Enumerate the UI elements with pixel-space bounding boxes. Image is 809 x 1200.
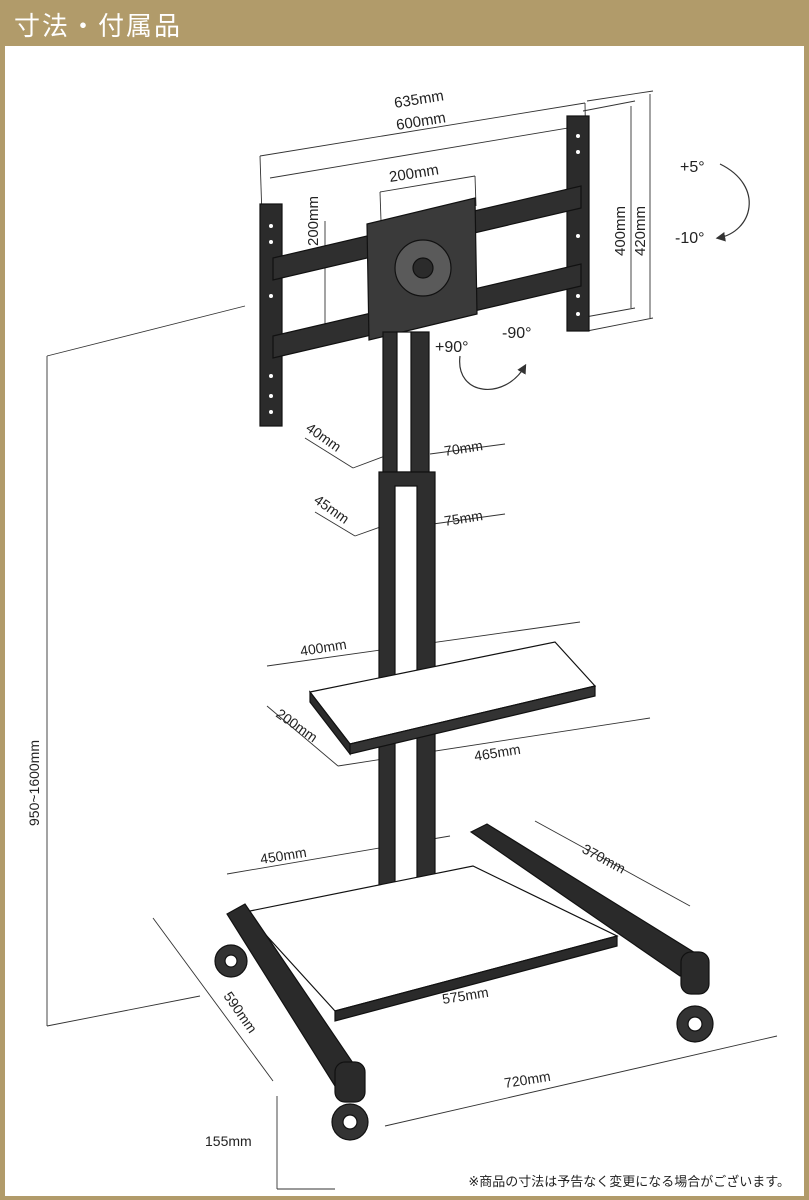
label-overall-height: 420mm [632,206,649,256]
label-bracket-width: 600mm [395,109,447,134]
pole [378,331,436,925]
label-base-inner-width: 450mm [259,844,308,867]
label-lower-pole-width: 75mm [443,507,484,529]
label-rotate-pos: +90° [435,339,469,356]
dimension-lines [46,90,778,1190]
label-rotate-neg: -90° [502,325,532,342]
label-lower-pole-depth: 45mm [311,491,352,526]
label-bracket-height: 400mm [612,206,629,256]
label-base-depth: 590mm [221,989,261,1036]
header-bar: 寸法・付属品 [0,0,809,46]
label-shelf-span: 465mm [473,741,522,764]
label-shelf-width: 400mm [299,636,348,659]
label-overall-width: 635mm [393,87,445,112]
label-caster-height: 155mm [205,1133,252,1149]
shelf [308,641,597,756]
tv-stand-diagram: 635mm 600mm 200mm 200mm 400mm 420mm +5° … [26,87,778,1190]
label-shelf-depth: 200mm [273,705,320,745]
label-base-width: 720mm [503,1068,552,1091]
label-upper-pole-width: 70mm [443,437,484,459]
page-title: 寸法・付属品 [14,12,183,42]
label-stand-height: 950~1600mm [26,740,42,826]
disclaimer-note: ※商品の寸法は予告なく変更になる場合がございます。 [468,1175,790,1190]
label-base-side-length: 370mm [580,841,629,877]
label-vesa-height: 200mm [305,196,322,246]
label-tilt-up: +5° [680,159,705,176]
diagram-canvas: 635mm 600mm 200mm 200mm 400mm 420mm +5° … [5,46,804,1196]
label-vesa-width: 200mm [388,161,440,186]
bracket-holes [269,134,580,414]
rotation-arrows [459,163,750,390]
tv-bracket [259,115,590,427]
base [214,823,714,1141]
label-base-front-width: 575mm [441,984,490,1007]
label-tilt-down: -10° [675,230,705,247]
